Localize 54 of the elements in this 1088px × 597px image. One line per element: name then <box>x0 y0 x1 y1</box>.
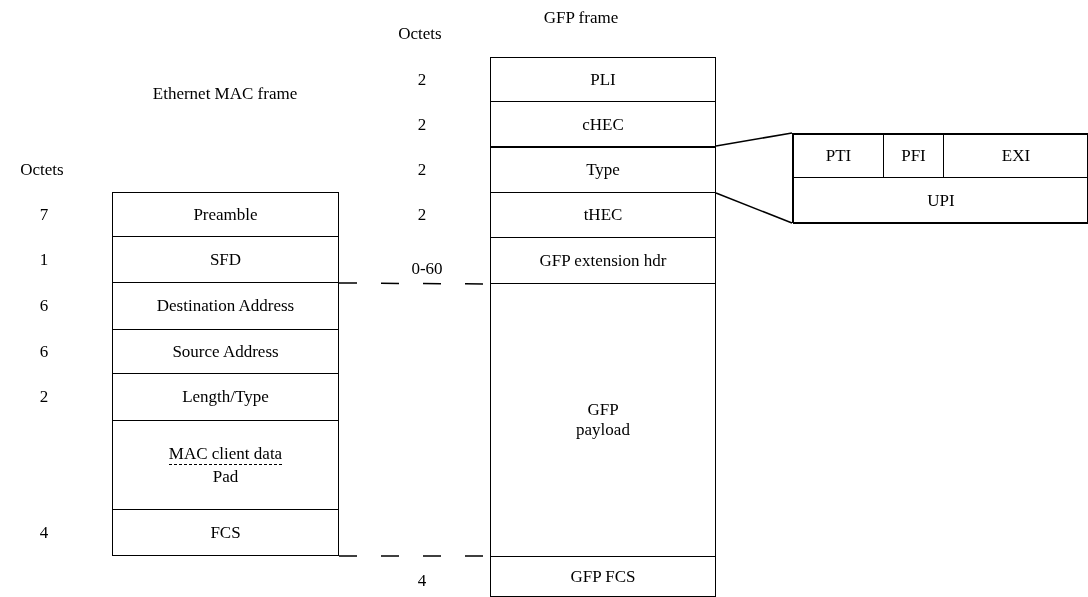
field-cell <box>490 237 716 284</box>
column-heading: Octets <box>20 160 64 180</box>
field-name: PTI <box>825 146 852 166</box>
field-name: GFP payload <box>575 400 631 440</box>
octet-count: 6 <box>39 296 49 316</box>
field-cell <box>490 101 716 148</box>
frame-title: GFP frame <box>543 8 619 28</box>
field-name: Length/Type <box>182 387 269 407</box>
field-name: GFP FCS <box>570 566 636 587</box>
field-cell <box>490 146 716 193</box>
field-cell <box>112 329 339 374</box>
callout-line <box>715 192 793 224</box>
column-heading: Octets <box>398 24 442 44</box>
field-name: cHEC <box>582 114 624 135</box>
field-cell <box>112 509 339 556</box>
field-name: UPI <box>927 190 955 211</box>
octet-count: 2 <box>417 159 427 180</box>
field-name: Destination Address <box>156 296 295 316</box>
field-name: tHEC <box>583 205 623 225</box>
field-name: Type <box>586 159 620 180</box>
field-cell <box>490 192 716 238</box>
field-name: PFI <box>901 146 926 166</box>
field-name: MAC client data <box>168 443 283 465</box>
octet-count: 2 <box>417 69 427 90</box>
field-name: Preamble <box>193 204 258 225</box>
field-cell <box>490 556 716 597</box>
field-cell <box>793 177 1088 224</box>
field-name: PLI <box>590 69 616 90</box>
field-cell <box>112 420 339 510</box>
octet-count: 2 <box>417 205 427 225</box>
callout-line <box>715 132 793 147</box>
field-cell <box>793 134 884 178</box>
field-name: Pad <box>212 466 239 487</box>
field-cell <box>112 192 339 237</box>
octet-count: 6 <box>39 341 49 362</box>
field-cell <box>112 282 339 330</box>
field-cell <box>112 373 339 421</box>
octet-count: 4 <box>39 522 49 543</box>
octet-count: 2 <box>417 114 427 135</box>
octet-count: 2 <box>39 387 49 407</box>
subfield-box <box>792 133 1088 223</box>
frame-title: Ethernet MAC frame <box>152 84 298 104</box>
octet-count: 0-60 <box>411 258 443 279</box>
octet-count: 7 <box>39 204 49 225</box>
octet-count: 1 <box>39 249 49 270</box>
field-name: Source Address <box>172 341 279 362</box>
field-cell <box>490 57 716 102</box>
octet-count: 4 <box>417 570 427 591</box>
field-name: EXI <box>1001 146 1031 166</box>
field-cell <box>112 236 339 283</box>
field-name: SFD <box>209 249 242 270</box>
field-name: FCS <box>210 522 241 543</box>
field-name: GFP extension hdr <box>539 250 667 271</box>
field-cell <box>490 283 716 557</box>
